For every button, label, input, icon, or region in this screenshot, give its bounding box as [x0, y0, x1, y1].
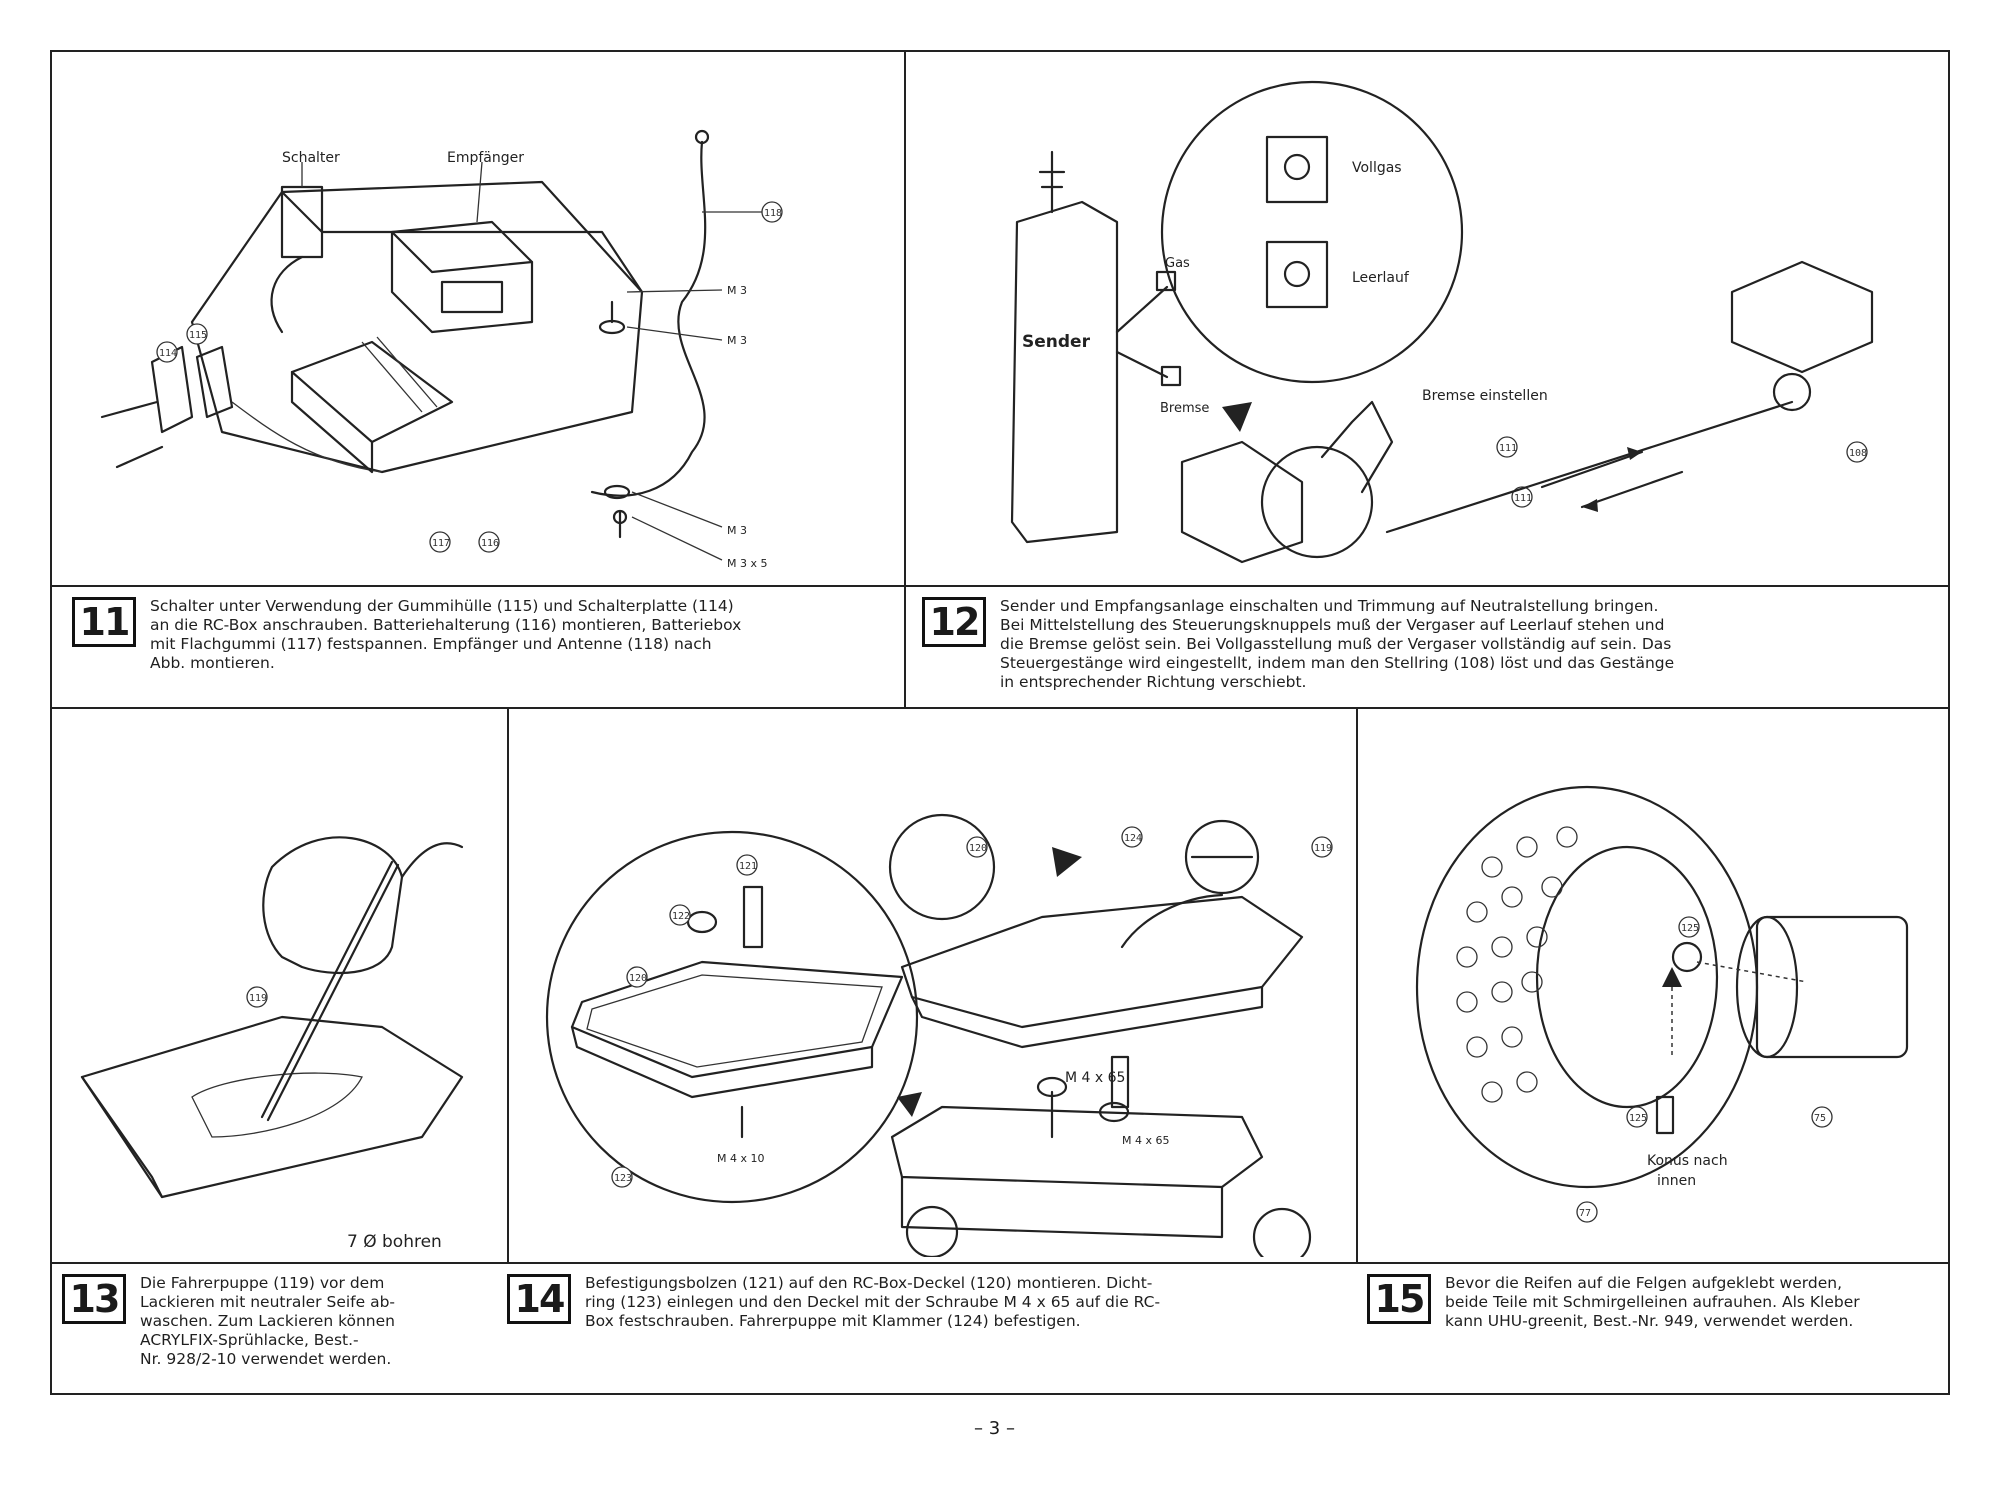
step-13: 13 Die Fahrerpuppe (119) vor dem Lackier… [62, 1274, 502, 1369]
divider-bottom-caption [52, 1262, 1948, 1264]
label-vollgas: Vollgas [1352, 160, 1402, 176]
svg-text:116: 116 [481, 538, 499, 549]
figure-12-transmitter: Sender Gas Bremse Vollgas Leerlauf Brems… [922, 62, 1932, 577]
step-14-number: 14 [507, 1274, 571, 1324]
label-schalter: Schalter [282, 150, 340, 166]
step-15: 15 Bevor die Reifen auf die Felgen aufge… [1367, 1274, 1947, 1331]
svg-text:123: 123 [614, 1173, 632, 1184]
instruction-sheet: 114 115 117 116 118 Schalter Empfänger M… [50, 50, 1950, 1395]
svg-text:119: 119 [1314, 843, 1332, 854]
label-bremse-einstellen: Bremse einstellen [1422, 388, 1548, 404]
svg-text:124: 124 [1124, 833, 1142, 844]
page-number: – 3 – [974, 1418, 1015, 1439]
svg-text:125: 125 [1629, 1113, 1647, 1124]
label-m3-b: M 3 [727, 334, 747, 347]
label-leerlauf: Leerlauf [1352, 270, 1410, 286]
step-14-text: Befestigungsbolzen (121) auf den RC-Box-… [585, 1274, 1161, 1330]
svg-text:108: 108 [1849, 448, 1867, 459]
svg-text:120: 120 [969, 843, 987, 854]
svg-text:111: 111 [1514, 493, 1532, 504]
label-konus: Konus nach [1647, 1153, 1728, 1169]
svg-text:117: 117 [432, 538, 450, 549]
divider-middle [52, 707, 1948, 709]
divider-top-caption [52, 585, 1948, 587]
label-m3-a: M 3 [727, 284, 747, 297]
step-12-number: 12 [922, 597, 986, 647]
divider-col-bottom-2 [1356, 707, 1358, 1262]
figure-11-rc-box: 114 115 117 116 118 Schalter Empfänger M… [72, 72, 892, 572]
label-m4x10: M 4 x 10 [717, 1152, 765, 1165]
label-bremse: Bremse [1160, 401, 1209, 416]
label-m4x65-a: M 4 x 65 [1065, 1070, 1125, 1086]
step-12: 12 Sender und Empfangsanlage einschalten… [922, 597, 1942, 692]
step-13-text: Die Fahrerpuppe (119) vor dem Lackieren … [140, 1274, 396, 1368]
svg-text:111: 111 [1499, 443, 1517, 454]
divider-col-top [904, 52, 906, 707]
svg-text:118: 118 [764, 208, 782, 219]
svg-text:122: 122 [672, 911, 690, 922]
step-12-text: Sender und Empfangsanlage einschalten un… [1000, 597, 1675, 691]
divider-col-bottom-1 [507, 707, 509, 1262]
svg-text:115: 115 [189, 330, 207, 341]
figure-14-rc-box-cover: 121 122 120 123 M 4 x 10 M 4 x 65 M 4 x … [522, 717, 1347, 1257]
label-empfaenger: Empfänger [447, 150, 524, 166]
label-sender: Sender [1022, 332, 1091, 352]
svg-text:120: 120 [629, 973, 647, 984]
svg-text:114: 114 [159, 348, 177, 359]
svg-text:77: 77 [1579, 1208, 1591, 1219]
label-bohren: 7 Ø bohren [347, 1232, 442, 1252]
label-innen: innen [1657, 1173, 1696, 1189]
label-m3-c: M 3 [727, 524, 747, 537]
label-m4x65-b: M 4 x 65 [1122, 1134, 1170, 1147]
step-15-number: 15 [1367, 1274, 1431, 1324]
svg-text:121: 121 [739, 861, 757, 872]
label-m3x5: M 3 x 5 [727, 557, 768, 570]
figure-13-painting: 119 7 Ø bohren [62, 717, 502, 1257]
label-gas: Gas [1165, 256, 1190, 271]
step-11-number: 11 [72, 597, 136, 647]
step-13-number: 13 [62, 1274, 126, 1324]
svg-text:75: 75 [1814, 1113, 1826, 1124]
step-11-text: Schalter unter Verwendung der Gummihülle… [150, 597, 742, 672]
step-11: 11 Schalter unter Verwendung der Gummihü… [72, 597, 892, 673]
figure-15-wheel: 77 125 75 125 Konus nach innen [1367, 717, 1942, 1257]
step-14: 14 Befestigungsbolzen (121) auf den RC-B… [507, 1274, 1347, 1331]
step-15-text: Bevor die Reifen auf die Felgen aufgekle… [1445, 1274, 1860, 1330]
svg-text:125: 125 [1681, 923, 1699, 934]
svg-text:119: 119 [249, 993, 267, 1004]
